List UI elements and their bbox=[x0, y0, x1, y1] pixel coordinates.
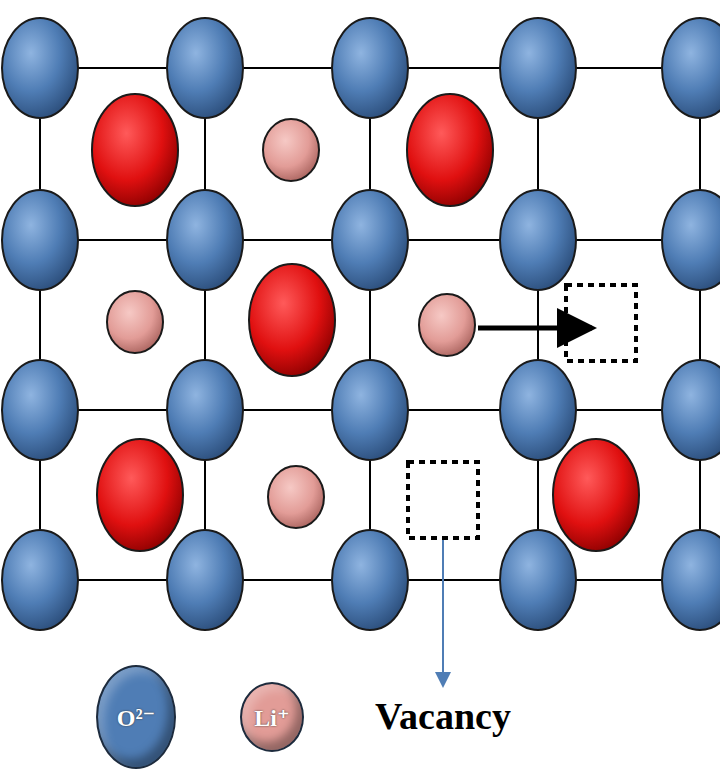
lithium-ion bbox=[419, 294, 475, 356]
lattice-line bbox=[699, 68, 701, 580]
oxygen-ion bbox=[167, 190, 243, 290]
oxygen-ion bbox=[2, 360, 78, 460]
lattice-line bbox=[369, 68, 371, 580]
oxygen-ion bbox=[332, 190, 408, 290]
oxygen-ion bbox=[167, 18, 243, 118]
lattice-line bbox=[39, 68, 41, 580]
oxygen-ion bbox=[662, 190, 720, 290]
cation bbox=[92, 94, 178, 206]
oxygen-ion bbox=[2, 190, 78, 290]
legend-text: O²⁻ bbox=[117, 703, 156, 732]
oxygen-ion bbox=[2, 18, 78, 118]
migration-arrow bbox=[478, 326, 592, 331]
lithium-ion bbox=[107, 291, 163, 353]
lithium-ion bbox=[268, 466, 324, 528]
oxygen-ion bbox=[332, 360, 408, 460]
oxygen-ion bbox=[167, 360, 243, 460]
cation bbox=[407, 94, 493, 206]
oxygen-ion bbox=[500, 18, 576, 118]
lithium-ion bbox=[263, 119, 319, 181]
legend-text: Li⁺ bbox=[254, 703, 289, 732]
label-text: Vacancy bbox=[375, 694, 511, 738]
legend-swatch: O²⁻ bbox=[96, 665, 176, 769]
legend-swatch: Li⁺ bbox=[240, 682, 304, 752]
atoms bbox=[2, 18, 720, 630]
leader-line bbox=[442, 540, 444, 686]
oxygen-ion bbox=[500, 190, 576, 290]
lattice-line bbox=[204, 68, 206, 580]
vacancy-site bbox=[408, 462, 478, 538]
oxygen-ion bbox=[2, 530, 78, 630]
lattice-line bbox=[537, 68, 539, 580]
oxygen-ion bbox=[500, 360, 576, 460]
oxygen-ion bbox=[332, 18, 408, 118]
vacancy-site bbox=[566, 285, 636, 361]
cation bbox=[553, 439, 639, 551]
oxygen-ion bbox=[167, 530, 243, 630]
cation bbox=[97, 439, 183, 551]
lattice-lines bbox=[40, 68, 720, 580]
cation bbox=[249, 264, 335, 376]
oxygen-ion bbox=[662, 360, 720, 460]
oxygen-ion bbox=[332, 530, 408, 630]
oxygen-ion bbox=[662, 18, 720, 118]
oxygen-ion bbox=[662, 530, 720, 630]
oxygen-ion bbox=[500, 530, 576, 630]
